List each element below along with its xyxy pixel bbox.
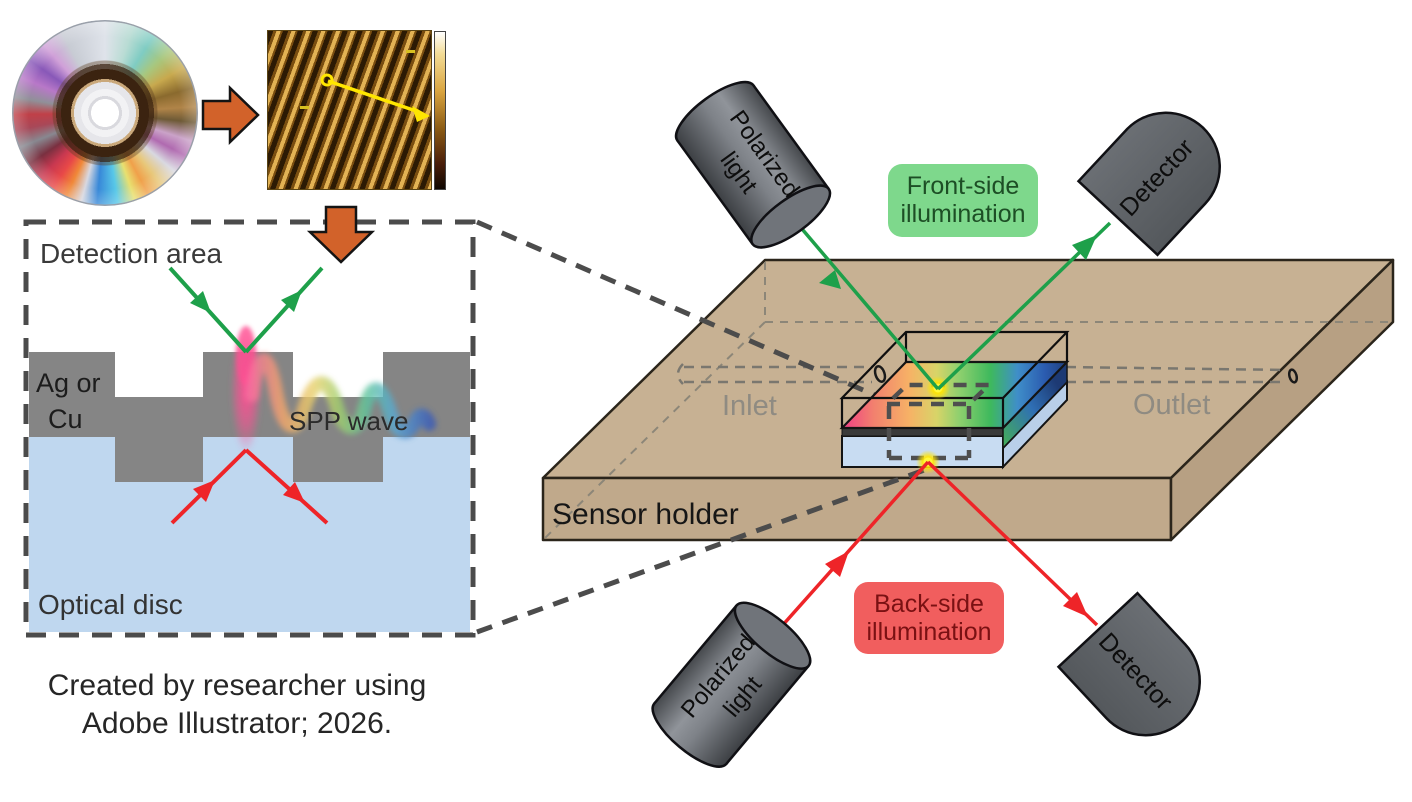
- down-block-arrow-icon: [306, 205, 376, 264]
- sensor-holder-label: Sensor holder: [552, 498, 739, 531]
- back-illumination-badge: Back-side illumination: [854, 582, 1004, 654]
- workflow-arrows: [201, 50, 430, 264]
- front-badge-line2: illumination: [900, 200, 1025, 228]
- front-badge-line1: Front-side: [907, 172, 1020, 200]
- right-block-arrow-icon: [201, 85, 260, 145]
- back-badge-line2: illumination: [866, 618, 991, 646]
- arrowhead: [825, 551, 849, 577]
- arrowhead: [193, 480, 215, 502]
- bottom-detector: Detector: [1056, 591, 1201, 737]
- slab-hidden-edges: [544, 262, 1390, 539]
- sensor-holder-slab: [541, 258, 1395, 542]
- chip-detection-window-dashes: [881, 382, 995, 461]
- afm-measurement-arrow: [300, 50, 430, 122]
- reflected-beam-line: [926, 460, 1099, 627]
- back-beam-arrows: [170, 448, 329, 525]
- fluidic-channel: [676, 363, 1287, 385]
- channel-end-cap: [676, 363, 684, 385]
- detector-body: [1056, 591, 1201, 737]
- bottom-light-source: Polarized light: [651, 601, 812, 768]
- metal-label-line2: Cu: [48, 404, 83, 434]
- afm-grating-image: [267, 30, 432, 190]
- reflected-beam-line: [244, 266, 324, 354]
- outlet-label: Outlet: [1133, 389, 1210, 421]
- top-light-source: Polarized light: [674, 80, 832, 249]
- cd-disc-image: [12, 20, 198, 206]
- arrowhead: [190, 291, 211, 313]
- arrowhead: [281, 290, 302, 312]
- optical-disc-substrate: [29, 437, 470, 632]
- front-beam-arrows: [168, 266, 324, 354]
- detector-body: [1076, 111, 1221, 257]
- flow-cell-outline: [839, 330, 1070, 428]
- chip-metal-film-edge: [841, 427, 1004, 437]
- slab-right-face: [1169, 258, 1395, 542]
- front-illumination-badge: Front-side illumination: [888, 164, 1038, 237]
- incident-beam-line: [771, 460, 930, 638]
- detection-area-panel: Detection area Ag or Cu SPP wave Optical…: [23, 219, 476, 638]
- back-badge-line1: Back-side: [874, 590, 984, 618]
- arrowhead: [283, 482, 305, 503]
- afm-defect-mark: [300, 106, 309, 109]
- afm-colorbar: [434, 31, 446, 190]
- cylinder-mouth: [750, 184, 832, 249]
- grating-ridge: [29, 352, 115, 437]
- inlet-port-icon: [873, 365, 887, 383]
- arrowhead: [1063, 592, 1088, 617]
- afm-defect-mark: [406, 50, 415, 53]
- zoom-connector-lines: [476, 219, 931, 635]
- incident-beam-line: [789, 214, 940, 391]
- sensor-holder-assembly: Inlet Outlet Sensor holder: [476, 80, 1395, 768]
- caption-line2: Adobe Illustrator; 2026.: [82, 707, 392, 740]
- inlet-label: Inlet: [722, 390, 777, 422]
- spp-wave-label: SPP wave: [289, 406, 408, 436]
- cd-hub: [52, 60, 158, 166]
- arrowhead: [819, 270, 841, 289]
- top-detector: Detector: [1076, 111, 1221, 257]
- outlet-port-icon: [1287, 368, 1299, 384]
- arrowhead: [1072, 235, 1097, 260]
- reflected-beam-line: [244, 448, 329, 525]
- grating-groove: [115, 397, 203, 482]
- cylinder-mouth: [733, 601, 812, 670]
- optical-disc-label: Optical disc: [38, 589, 183, 620]
- metal-label-line1: Ag or: [36, 368, 101, 398]
- figure-caption: Created by researcher using Adobe Illust…: [48, 669, 427, 740]
- caption-line1: Created by researcher using: [48, 669, 427, 702]
- detection-area-title: Detection area: [40, 238, 223, 269]
- front-illumination-beams: [785, 210, 1112, 391]
- spp-wave-graphic: [245, 353, 436, 439]
